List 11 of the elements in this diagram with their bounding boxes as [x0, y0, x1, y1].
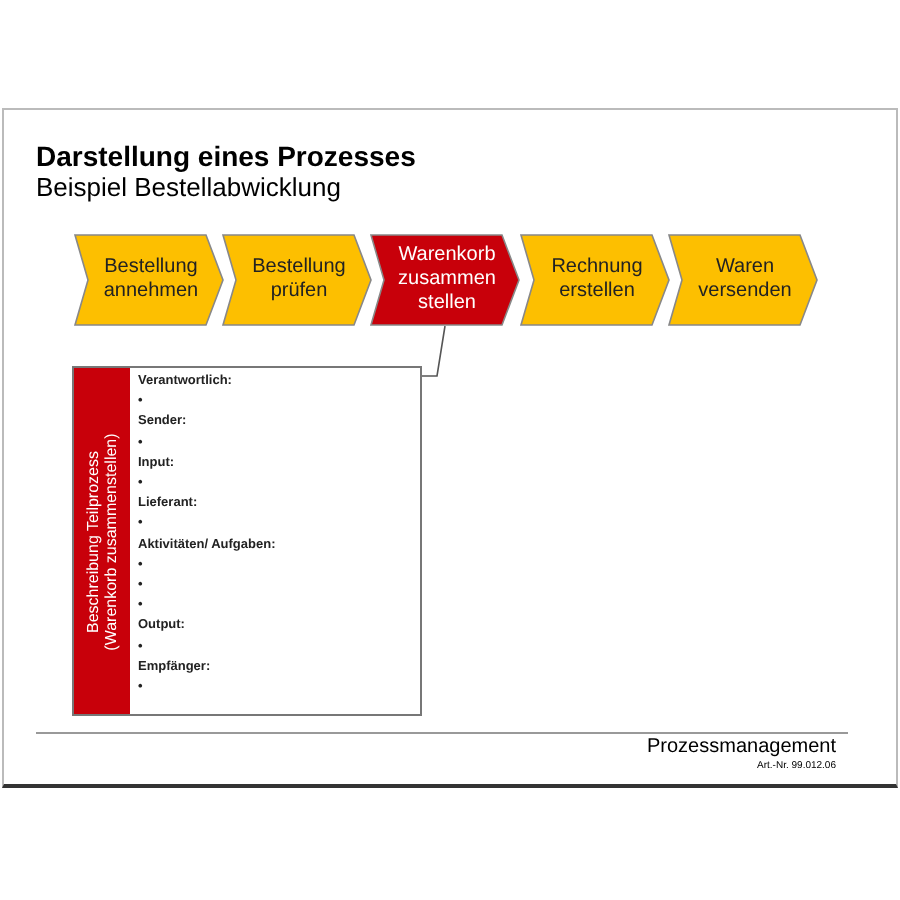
title: Darstellung eines Prozesses — [36, 142, 416, 170]
sidebar-heading: Beschreibung Teilprozess (Warenkorb zusammenstellen) — [84, 432, 120, 650]
process-step: Bestellung prüfen — [222, 234, 372, 326]
process-step: Warenkorb zusammen stellen — [370, 234, 520, 326]
process-step: Waren versenden — [668, 234, 818, 326]
process-step: Bestellung annehmen — [74, 234, 224, 326]
footer-title: Prozessmanagement — [647, 738, 836, 758]
description-card — [72, 366, 422, 716]
leader-line — [421, 325, 446, 377]
subtitle: Beispiel Bestellabwicklung — [36, 174, 341, 200]
process-step: Rechnung erstellen — [520, 234, 670, 326]
